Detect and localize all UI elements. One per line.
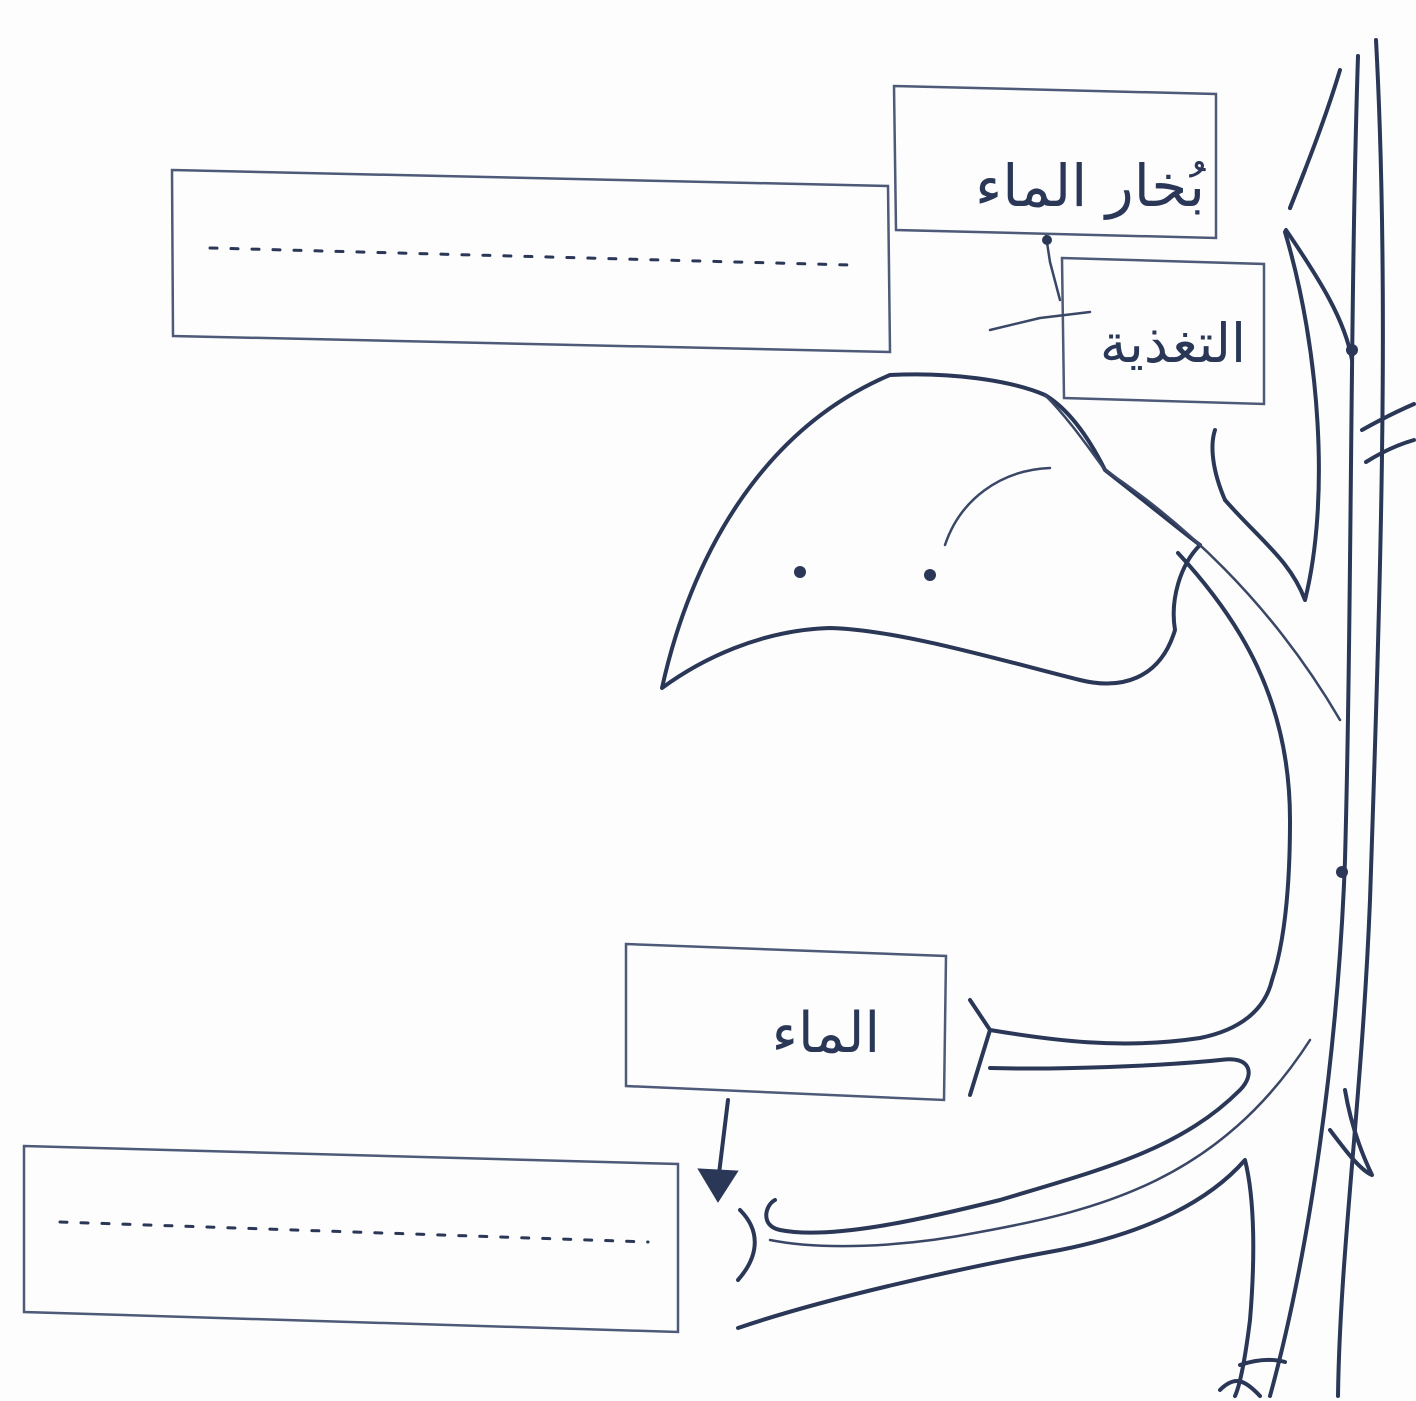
feeding-label: التغذية	[1100, 312, 1246, 375]
leaf-vein	[945, 468, 1050, 545]
bottom-answer-dotted-line	[60, 1222, 648, 1242]
plant-stem	[1212, 40, 1414, 1396]
water-label: الماء	[772, 1001, 880, 1066]
feeding-label-box: التغذية	[1062, 258, 1264, 404]
stoma-dot-right	[924, 569, 936, 581]
water-vapor-label-box: بُخار الماء	[894, 86, 1216, 238]
arrow-down-icon	[700, 1100, 736, 1200]
stoma-dot-left	[794, 566, 806, 578]
water-label-box: الماء	[626, 944, 946, 1100]
water-vapor-pointer-dot	[1042, 235, 1052, 245]
root-upper-top	[990, 980, 1272, 1043]
stem-branch-left	[1178, 553, 1290, 980]
root-upper-tip	[970, 1000, 990, 1095]
root-inner-vessel	[770, 1040, 1310, 1246]
bottom-answer-box[interactable]	[24, 1146, 678, 1332]
top-answer-dotted-line	[210, 248, 850, 265]
root-lower	[738, 1160, 1253, 1396]
feeding-pointer-line	[990, 312, 1090, 330]
root-upper-bottom	[766, 1059, 1248, 1232]
water-vapor-pointer-line	[1046, 236, 1060, 300]
root-tip-lower	[738, 1210, 755, 1280]
top-answer-box[interactable]	[172, 170, 890, 352]
water-vapor-label: بُخار الماء	[975, 152, 1206, 220]
leaf	[662, 374, 1340, 720]
